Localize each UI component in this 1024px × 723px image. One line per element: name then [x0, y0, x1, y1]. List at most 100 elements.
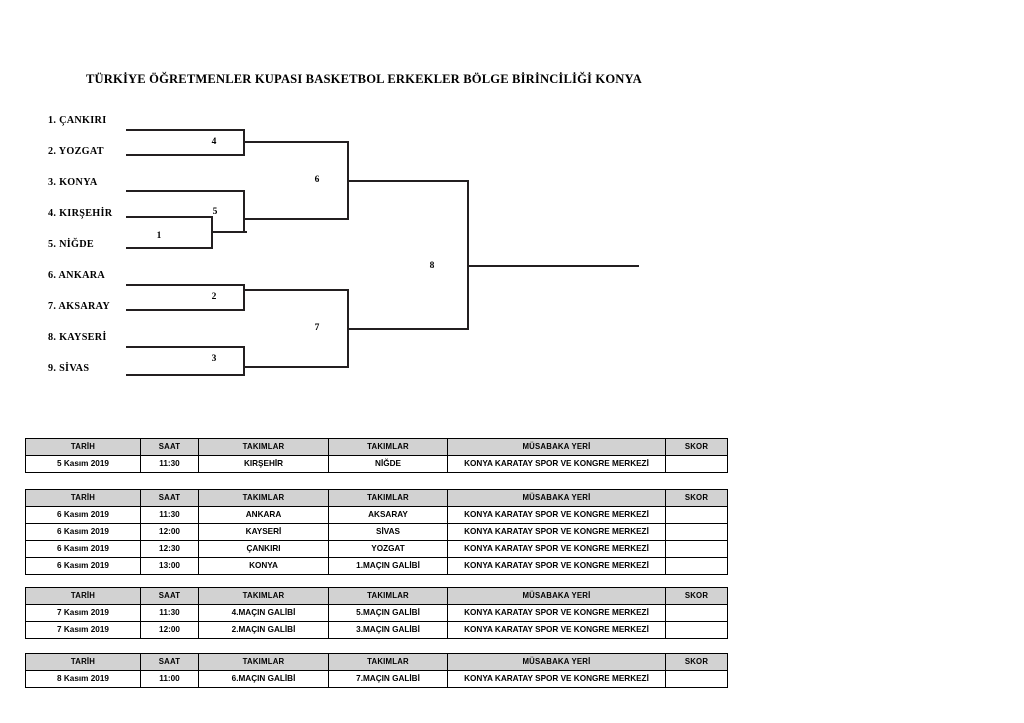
cell-yer: KONYA KARATAY SPOR VE KONGRE MERKEZİ: [447, 670, 666, 688]
column-header-takim1: TAKIMLAR: [198, 653, 329, 671]
cell-saat: 11:30: [140, 506, 199, 524]
cell-skor[interactable]: [665, 455, 728, 473]
bracket-out-match2: [243, 289, 349, 291]
bracket-seed-3: 3. KONYA: [48, 177, 98, 188]
cell-yer: KONYA KARATAY SPOR VE KONGRE MERKEZİ: [447, 540, 666, 558]
column-header-tarih: TARİH: [25, 489, 141, 507]
column-header-takim2: TAKIMLAR: [328, 653, 448, 671]
cell-yer: KONYA KARATAY SPOR VE KONGRE MERKEZİ: [447, 604, 666, 622]
bracket-out-match7: [347, 328, 469, 330]
cell-takim2: 5.MAÇIN GALİBİ: [328, 604, 448, 622]
cell-saat: 12:00: [140, 523, 199, 541]
column-header-takim2: TAKIMLAR: [328, 489, 448, 507]
cell-takim2: 3.MAÇIN GALİBİ: [328, 621, 448, 639]
column-header-yer: MÜSABAKA YERİ: [447, 489, 666, 507]
bracket-line-seed9: [126, 374, 245, 376]
cell-takim2: NİĞDE: [328, 455, 448, 473]
bracket-match-number-3: 3: [211, 354, 217, 364]
bracket-seed-1: 1. ÇANKIRI: [48, 115, 107, 126]
column-header-skor: SKOR: [665, 587, 728, 605]
cell-skor[interactable]: [665, 621, 728, 639]
bracket-line-seed3: [126, 190, 245, 192]
cell-tarih: 6 Kasım 2019: [25, 523, 141, 541]
cell-takim2: YOZGAT: [328, 540, 448, 558]
cell-takim1: KIRŞEHİR: [198, 455, 329, 473]
column-header-takim1: TAKIMLAR: [198, 587, 329, 605]
cell-skor[interactable]: [665, 540, 728, 558]
bracket-match-number-8: 8: [429, 261, 435, 271]
cell-saat: 13:00: [140, 557, 199, 575]
cell-tarih: 7 Kasım 2019: [25, 604, 141, 622]
bracket-seed-5: 5. NİĞDE: [48, 239, 94, 250]
cell-skor[interactable]: [665, 670, 728, 688]
cell-takim2: AKSARAY: [328, 506, 448, 524]
column-header-takim2: TAKIMLAR: [328, 438, 448, 456]
cell-saat: 12:30: [140, 540, 199, 558]
cell-tarih: 8 Kasım 2019: [25, 670, 141, 688]
column-header-saat: SAAT: [140, 587, 199, 605]
page-title: TÜRKİYE ÖĞRETMENLER KUPASI BASKETBOL ERK…: [86, 72, 642, 86]
bracket-champion-line: [467, 265, 639, 267]
cell-tarih: 6 Kasım 2019: [25, 506, 141, 524]
cell-skor[interactable]: [665, 506, 728, 524]
cell-saat: 11:30: [140, 455, 199, 473]
bracket-line-seed6: [126, 284, 245, 286]
bracket-connector-match5: [243, 190, 245, 233]
cell-takim1: 6.MAÇIN GALİBİ: [198, 670, 329, 688]
cell-yer: KONYA KARATAY SPOR VE KONGRE MERKEZİ: [447, 506, 666, 524]
cell-tarih: 6 Kasım 2019: [25, 540, 141, 558]
cell-takim1: ANKARA: [198, 506, 329, 524]
bracket-match-number-4: 4: [211, 137, 217, 147]
column-header-tarih: TARİH: [25, 653, 141, 671]
cell-tarih: 5 Kasım 2019: [25, 455, 141, 473]
column-header-yer: MÜSABAKA YERİ: [447, 653, 666, 671]
bracket-seed-6: 6. ANKARA: [48, 270, 106, 281]
column-header-tarih: TARİH: [25, 438, 141, 456]
column-header-saat: SAAT: [140, 653, 199, 671]
cell-skor[interactable]: [665, 604, 728, 622]
cell-saat: 12:00: [140, 621, 199, 639]
bracket-out-match4: [243, 141, 349, 143]
bracket-seed-2: 2. YOZGAT: [48, 146, 104, 157]
cell-saat: 11:00: [140, 670, 199, 688]
bracket-connector-match2: [243, 284, 245, 311]
cell-takim1: ÇANKIRI: [198, 540, 329, 558]
cell-skor[interactable]: [665, 557, 728, 575]
cell-takim1: KONYA: [198, 557, 329, 575]
bracket-line-seed2: [126, 154, 245, 156]
column-header-saat: SAAT: [140, 438, 199, 456]
bracket-seed-8: 8. KAYSERİ: [48, 332, 107, 343]
bracket-out-match3: [243, 366, 349, 368]
column-header-tarih: TARİH: [25, 587, 141, 605]
bracket-line-seed4: [126, 216, 213, 218]
bracket-out-match6: [347, 180, 469, 182]
column-header-yer: MÜSABAKA YERİ: [447, 587, 666, 605]
bracket-seed-7: 7. AKSARAY: [48, 301, 111, 312]
cell-yer: KONYA KARATAY SPOR VE KONGRE MERKEZİ: [447, 621, 666, 639]
bracket-feed-match5: [211, 231, 245, 233]
cell-takim2: SİVAS: [328, 523, 448, 541]
cell-skor[interactable]: [665, 523, 728, 541]
cell-takim2: 7.MAÇIN GALİBİ: [328, 670, 448, 688]
bracket-connector-match3: [243, 346, 245, 376]
bracket-seed-9: 9. SİVAS: [48, 363, 90, 374]
cell-takim1: 2.MAÇIN GALİBİ: [198, 621, 329, 639]
cell-takim1: 4.MAÇIN GALİBİ: [198, 604, 329, 622]
column-header-yer: MÜSABAKA YERİ: [447, 438, 666, 456]
bracket-connector-match8: [467, 180, 469, 330]
column-header-takim1: TAKIMLAR: [198, 489, 329, 507]
bracket-match-number-5: 5: [212, 207, 218, 217]
